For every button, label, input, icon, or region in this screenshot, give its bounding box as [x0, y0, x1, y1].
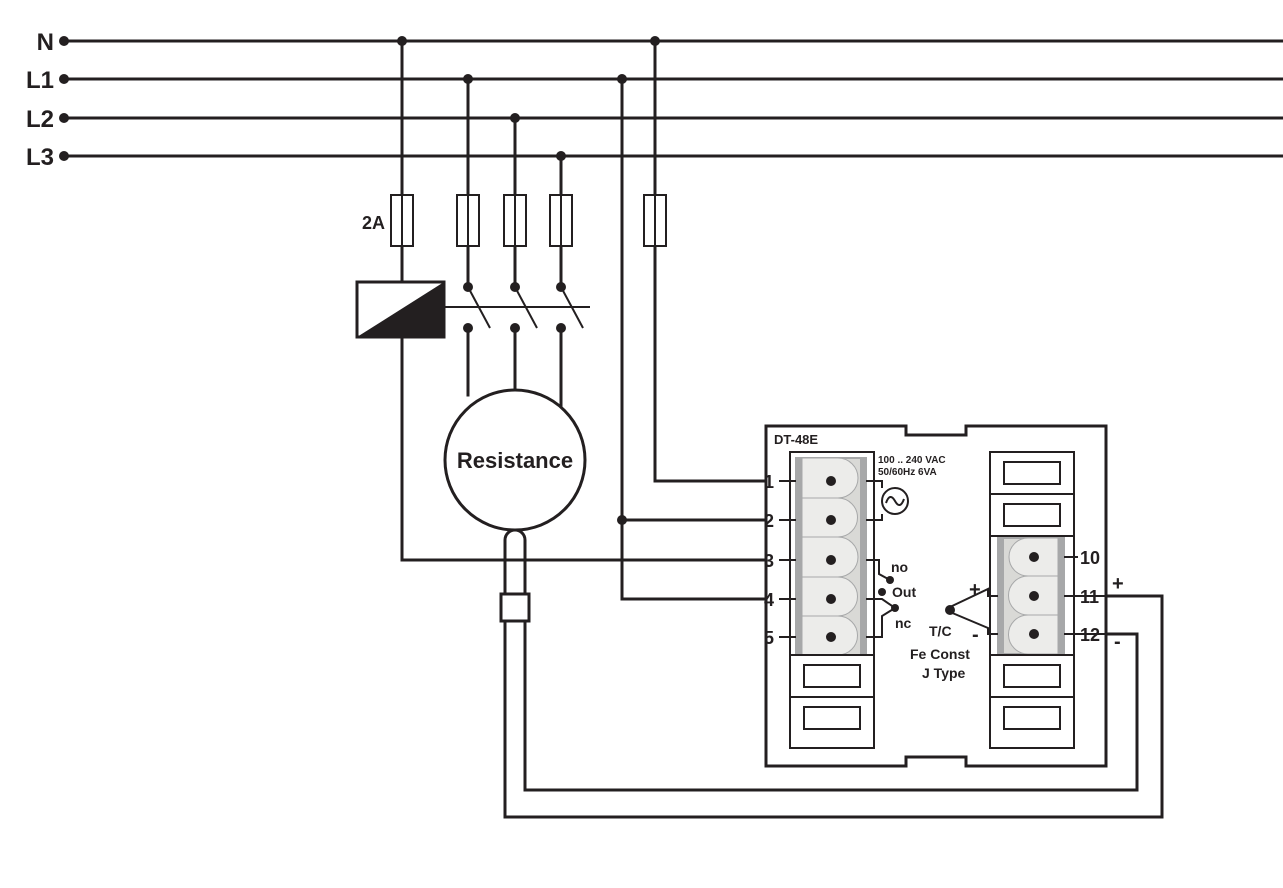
terminal-10-label: 10	[1080, 548, 1100, 568]
tc-type-line2: J Type	[922, 665, 966, 681]
drop-wires	[400, 39, 781, 601]
resistance-load: Resistance	[443, 388, 587, 532]
line-l3-label: L3	[26, 144, 54, 171]
contactor-contacts	[444, 282, 590, 408]
tc-label: T/C	[929, 623, 952, 639]
contactor-coil-icon	[355, 280, 446, 339]
tc-plus-label: +	[969, 579, 981, 601]
thermocouple-junction-icon	[945, 587, 998, 635]
external-minus-label: -	[1114, 631, 1121, 653]
ac-supply-icon	[866, 480, 909, 521]
left-terminal-block	[779, 451, 875, 749]
terminal-1-label: 1	[764, 472, 774, 492]
terminal-12-label: 12	[1080, 625, 1100, 645]
resistance-label: Resistance	[457, 448, 573, 473]
tc-type-line1: Fe Const	[910, 646, 970, 662]
supply-spec-line1: 100 .. 240 VAC	[878, 455, 946, 466]
line-l1-terminal	[59, 74, 69, 84]
fuses: 2A	[362, 194, 667, 247]
terminal-4-label: 4	[764, 590, 774, 610]
terminal-2-label: 2	[764, 511, 774, 531]
external-plus-label: +	[1112, 573, 1124, 595]
controller-device: DT-48E 100 .. 240 VAC 50/60Hz 6VA	[764, 424, 1124, 768]
power-lines: N L1 L2 L3	[26, 29, 1283, 171]
line-l2-terminal	[59, 113, 69, 123]
relay-out-label: Out	[892, 584, 916, 600]
line-n-terminal	[59, 36, 69, 46]
line-l3-terminal	[59, 151, 69, 161]
line-l1-label: L1	[26, 67, 54, 94]
terminal-5-label: 5	[764, 628, 774, 648]
device-model-label: DT-48E	[774, 432, 818, 447]
terminal-11-label: 11	[1080, 587, 1099, 607]
terminal-3-label: 3	[764, 551, 774, 571]
line-l2-label: L2	[26, 106, 54, 133]
relay-nc-label: nc	[895, 615, 912, 631]
supply-spec-line2: 50/60Hz 6VA	[878, 467, 937, 478]
relay-contacts-icon	[866, 559, 899, 638]
line-n-label: N	[37, 29, 54, 56]
right-terminal-block	[989, 451, 1108, 749]
fuse-rating-label: 2A	[362, 213, 385, 233]
relay-no-label: no	[891, 559, 908, 575]
thermocouple-probe-icon	[499, 528, 1164, 819]
tc-minus-label: -	[972, 624, 979, 646]
